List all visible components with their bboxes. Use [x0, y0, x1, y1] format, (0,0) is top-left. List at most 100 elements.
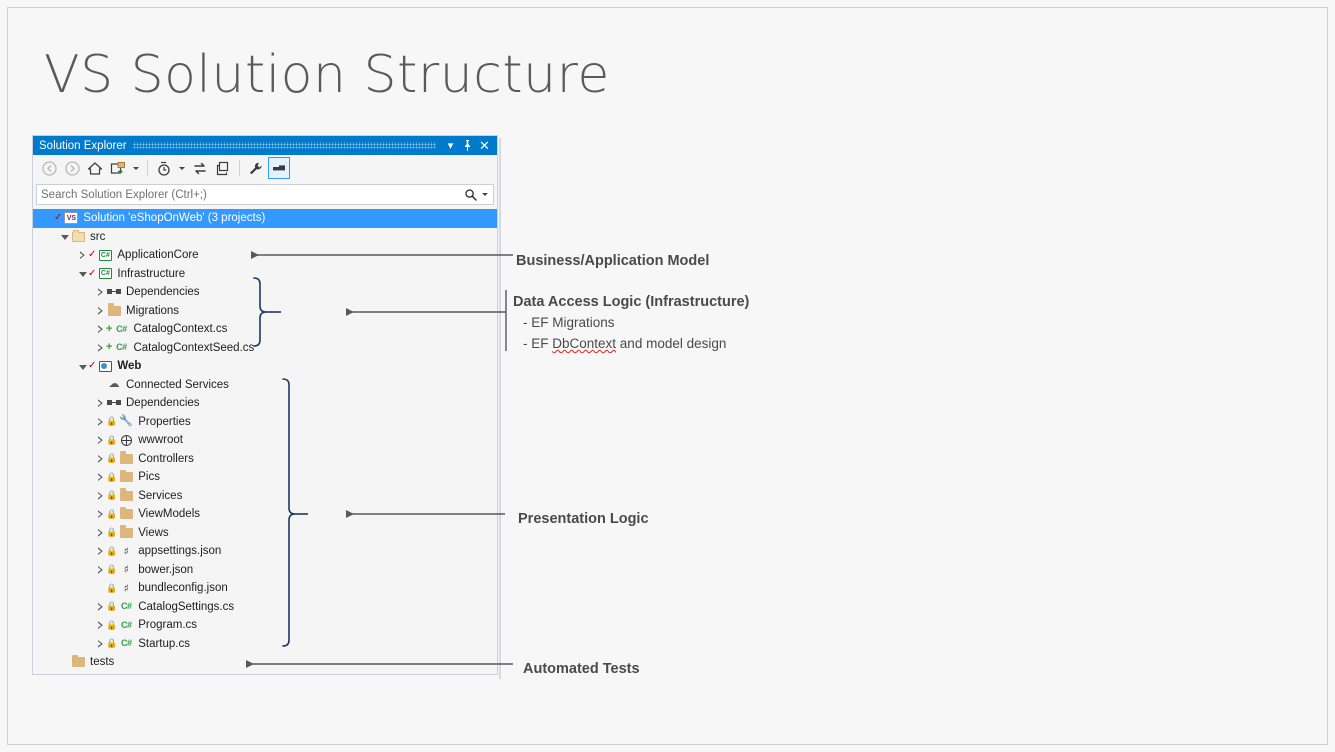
properties-wrench-icon[interactable]: [245, 157, 267, 179]
tree-row-label: Services: [138, 489, 183, 502]
tree-row-appsettings-json[interactable]: 🔒♯appsettings.json: [33, 542, 497, 561]
tree-row-views[interactable]: 🔒Views: [33, 524, 497, 543]
tree-row-startup-cs[interactable]: 🔒C#Startup.cs: [33, 635, 497, 654]
tree-row-dependencies[interactable]: Dependencies: [33, 394, 497, 413]
expander[interactable]: [95, 416, 106, 427]
expander[interactable]: [95, 472, 106, 483]
tree-row-bower-json[interactable]: 🔒♯bower.json: [33, 561, 497, 580]
properties-wrench-icon: 🔧: [119, 415, 134, 428]
tree-row-catalogsettings-cs[interactable]: 🔒C#CatalogSettings.cs: [33, 598, 497, 617]
close-icon[interactable]: ✕: [479, 137, 490, 153]
folder-icon: [71, 654, 85, 668]
csharp-project-icon: C#: [98, 268, 112, 280]
expander[interactable]: [95, 546, 106, 557]
expander[interactable]: [95, 324, 106, 335]
expander[interactable]: [77, 250, 88, 261]
expander[interactable]: [95, 527, 106, 538]
folder-icon: [107, 303, 121, 316]
source-control-lock-icon: 🔒: [106, 564, 118, 575]
expander[interactable]: [95, 601, 106, 612]
expander[interactable]: [43, 213, 54, 224]
sync-with-active-document-icon[interactable]: [107, 157, 129, 179]
solution-explorer-titlebar: Solution Explorer ▾ ✕: [33, 136, 497, 155]
expander[interactable]: [95, 435, 106, 446]
source-control-lock-icon: 🔒: [106, 619, 118, 630]
expander[interactable]: [77, 268, 88, 279]
forward-icon[interactable]: [61, 157, 83, 179]
search-input[interactable]: Search Solution Explorer (Ctrl+;): [36, 184, 494, 205]
sync-dropdown-caret[interactable]: [130, 157, 142, 179]
source-control-lock-icon: 🔒: [106, 638, 118, 649]
tree-row-label: ApplicationCore: [117, 249, 199, 262]
tree-row-services[interactable]: 🔒Services: [33, 487, 497, 506]
source-control-lock-icon: 🔒: [106, 545, 118, 556]
tree-row-connected-services[interactable]: ☁ Connected Services: [33, 376, 497, 395]
pending-changes-filter-icon[interactable]: [153, 157, 175, 179]
tree-row-wwwroot[interactable]: 🔒wwwroot: [33, 431, 497, 450]
refresh-icon[interactable]: [189, 157, 211, 179]
filter-dropdown-caret[interactable]: [176, 157, 188, 179]
tree-row-catalogcontext-cs[interactable]: +C#CatalogContext.cs: [33, 320, 497, 339]
tree-row-label: Solution 'eShopOnWeb' (3 projects): [83, 212, 266, 225]
expander[interactable]: [95, 620, 106, 631]
expander[interactable]: [59, 657, 70, 668]
tree-row-program-cs[interactable]: 🔒C#Program.cs: [33, 616, 497, 635]
connected-services-icon: ☁: [108, 378, 120, 391]
tree-row-dependencies[interactable]: Dependencies: [33, 283, 497, 302]
source-control-check-icon: ✓: [88, 249, 97, 261]
detail-text: - EF Migrations: [523, 315, 615, 330]
tree-row-web[interactable]: ✓Web: [33, 357, 497, 376]
expander[interactable]: [95, 638, 106, 649]
expander[interactable]: [95, 453, 106, 464]
search-icon[interactable]: [464, 188, 480, 202]
collapse-all-icon[interactable]: [212, 157, 234, 179]
expander[interactable]: [95, 379, 106, 390]
annotation-business-application-model: Business/Application Model: [516, 253, 710, 269]
tree-row-label: Startup.cs: [138, 637, 190, 650]
tree-row-viewmodels[interactable]: 🔒ViewModels: [33, 505, 497, 524]
folder-icon: [119, 525, 133, 538]
expander[interactable]: [77, 361, 88, 372]
json-file-icon: ♯: [123, 544, 129, 558]
expander[interactable]: [95, 398, 106, 409]
csharp-file-icon: C#: [120, 601, 132, 612]
tree-row-src[interactable]: src: [33, 228, 497, 247]
solution-explorer-window: Solution Explorer ▾ ✕: [32, 135, 498, 675]
tree-row-label: tests: [90, 656, 115, 669]
expander[interactable]: [95, 342, 106, 353]
solution-explorer-title: Solution Explorer: [39, 139, 127, 152]
tree-row-tests[interactable]: tests: [33, 653, 497, 672]
csharp-project-icon: C#: [98, 249, 112, 261]
source-control-lock-icon: 🔒: [106, 582, 118, 593]
tree-row-label: CatalogContext.cs: [133, 323, 228, 336]
tree-row-label: Connected Services: [126, 378, 229, 391]
search-options-caret[interactable]: [482, 193, 488, 196]
tree-row-applicationcore[interactable]: ✓C# ApplicationCore: [33, 246, 497, 265]
tree-row-migrations[interactable]: Migrations: [33, 302, 497, 321]
dependencies-icon: [107, 400, 121, 406]
pin-icon[interactable]: [459, 136, 476, 155]
tree-row-catalogcontextseed-cs[interactable]: +C#CatalogContextSeed.cs: [33, 339, 497, 358]
expander[interactable]: [95, 287, 106, 298]
tree-row-bundleconfig-json[interactable]: 🔒♯bundleconfig.json: [33, 579, 497, 598]
show-all-files-icon[interactable]: [268, 157, 290, 179]
expander[interactable]: [95, 583, 106, 594]
back-icon[interactable]: [38, 157, 60, 179]
tree-row-label: Controllers: [138, 452, 194, 465]
expander[interactable]: [95, 490, 106, 501]
expander[interactable]: [59, 231, 70, 242]
expander[interactable]: [95, 564, 106, 575]
detail-misspelled-word: DbContext: [552, 336, 617, 351]
tree-row-pics[interactable]: 🔒Pics: [33, 468, 497, 487]
tree-row-properties[interactable]: 🔒🔧Properties: [33, 413, 497, 432]
expander[interactable]: [95, 305, 106, 316]
chevron-down-icon[interactable]: ▾: [447, 140, 454, 152]
csharp-file-icon: C#: [116, 342, 127, 353]
expander[interactable]: [95, 509, 106, 520]
home-icon[interactable]: [84, 157, 106, 179]
annotation-automated-tests: Automated Tests: [523, 661, 640, 677]
tree-row-controllers[interactable]: 🔒Controllers: [33, 450, 497, 469]
tree-row-infrastructure[interactable]: ✓C#Infrastructure: [33, 265, 497, 284]
